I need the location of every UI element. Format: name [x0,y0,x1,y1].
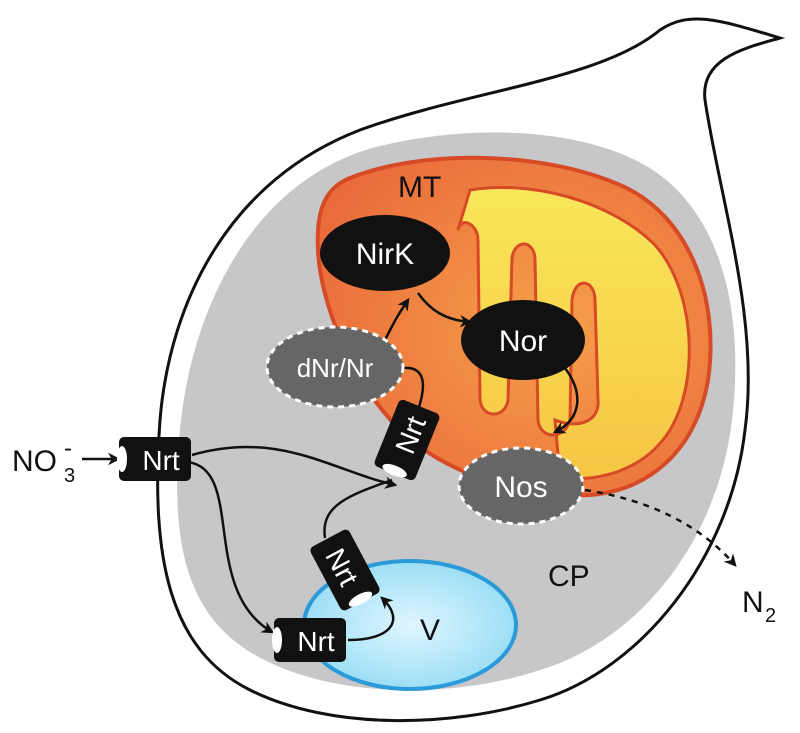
transporter-1-label: Nrt [142,445,180,476]
arrow-dnr-to-nirk [383,297,410,341]
arrow-nrt3-to-nrt2 [323,478,393,539]
mitochondrion-cristae [456,186,691,481]
arrow-nrt1-to-nrt2 [191,445,398,489]
arrow-nor-to-nos [552,367,579,434]
transporter-4-label: Nrt [297,626,335,657]
vacuole-label: V [420,614,440,647]
transporter-4: Nrt [272,618,346,662]
arrow-nrt1-to-nrt4 [187,460,275,634]
enzyme-dnr-nr [265,325,405,409]
transporter-2: Nrt [374,399,440,481]
enzyme-nor [461,300,585,380]
enzyme-nirk [320,215,450,291]
n2-subscript: 2 [765,605,776,627]
enzyme-nirk-label: NirK [356,238,414,271]
n2-label: N [742,586,764,619]
arrow-nirk-to-nor [416,292,473,328]
enzyme-nos [457,446,585,526]
nitrate-subscript: 3 [64,465,75,487]
nitrate-superscript: - [64,435,72,462]
cytoplasm-label: CP [548,560,590,593]
transporter-3: Nrt [310,529,380,611]
nitrate-label: NO [12,445,57,478]
arrow-nrt4-to-nrt3 [347,596,395,642]
enzyme-nos-label: Nos [494,471,547,504]
enzyme-dnr-nr-label: dNr/Nr [297,353,374,383]
mitochondrion-label: MT [398,171,441,204]
enzyme-nor-label: Nor [499,325,547,358]
transporter-1: Nrt [117,437,191,481]
